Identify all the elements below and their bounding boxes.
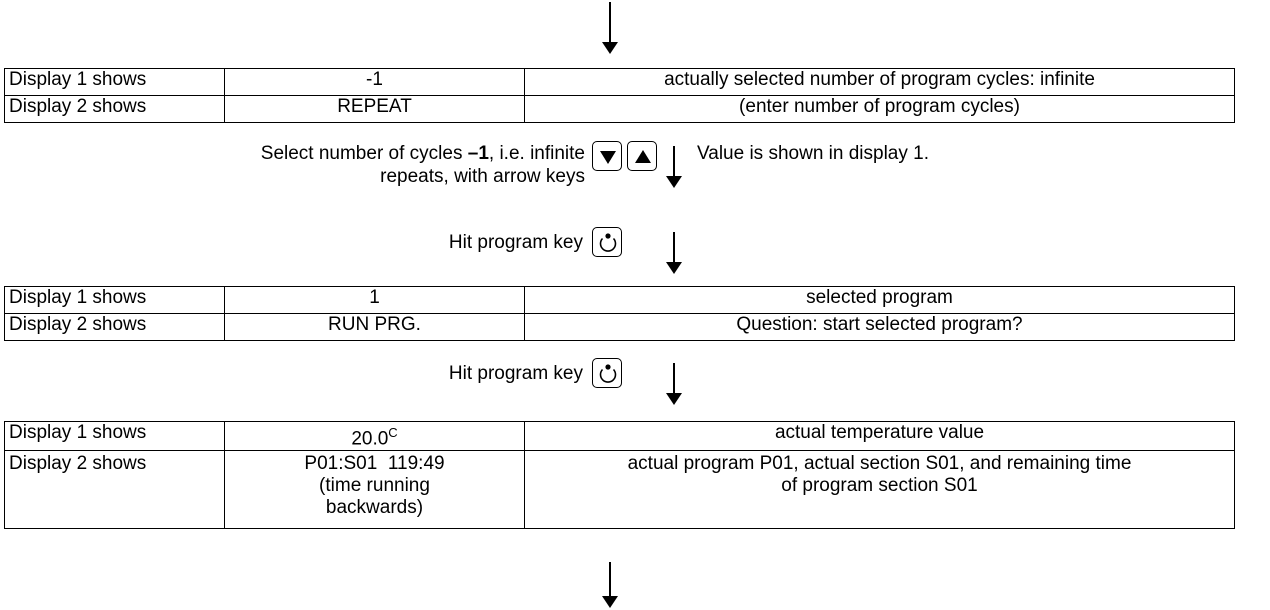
flow-arrow-top (600, 2, 620, 54)
instruction-bold: –1 (467, 143, 489, 164)
display-label: Display 1 shows (4, 286, 225, 314)
table-row: Display 1 shows -1 actually selected num… (4, 68, 1235, 96)
display-description-line: of program section S01 (781, 475, 978, 497)
table-row: Display 1 shows 1 selected program (4, 286, 1235, 314)
display-table-3: Display 1 shows 20.0C actual temperature… (4, 420, 1235, 530)
instruction-text: repeats, with arrow keys (380, 166, 585, 187)
display-label: Display 2 shows (4, 450, 225, 530)
arrow-keys-instruction: Select number of cycles –1, i.e. infinit… (10, 142, 585, 188)
display-description: actual temperature value (524, 420, 1235, 452)
display-value: -1 (224, 68, 525, 96)
display-description-line: actual program P01, actual section S01, … (627, 453, 1132, 475)
table-row: Display 1 shows 20.0C actual temperature… (4, 420, 1235, 452)
display-label: Display 2 shows (4, 313, 225, 341)
flow-arrow-bottom (600, 562, 620, 608)
display-description: Question: start selected program? (524, 313, 1235, 341)
program-key-icon[interactable] (592, 227, 622, 257)
program-key-instruction-1: Hit program key (448, 232, 583, 253)
table-row: Display 2 shows P01:S01 119:49 (time run… (4, 450, 1235, 530)
table-row: Display 2 shows RUN PRG. Question: start… (4, 313, 1235, 341)
display-value: P01:S01 119:49 (time running backwards) (224, 450, 525, 530)
display-description: (enter number of program cycles) (524, 95, 1235, 123)
display-value: REPEAT (224, 95, 525, 123)
arrow-keys-note: Value is shown in display 1. (697, 143, 929, 164)
display-value: 20.0C (224, 420, 525, 452)
display-description: selected program (524, 286, 1235, 314)
arrow-down-key-icon[interactable] (592, 141, 622, 171)
display-value-line: P01:S01 119:49 (304, 453, 445, 475)
display-label: Display 1 shows (4, 420, 225, 452)
program-key-instruction-2: Hit program key (448, 363, 583, 384)
display-label: Display 1 shows (4, 68, 225, 96)
display-value: RUN PRG. (224, 313, 525, 341)
flow-arrow-program-1 (664, 232, 684, 274)
temperature-value: 20.0 (351, 428, 389, 450)
instruction-text: , i.e. infinite (488, 143, 585, 164)
flow-arrow-arrow-keys (664, 146, 684, 188)
display-description: actual program P01, actual section S01, … (524, 450, 1235, 530)
display-table-1: Display 1 shows -1 actually selected num… (4, 68, 1235, 123)
display-table-2: Display 1 shows 1 selected program Displ… (4, 286, 1235, 341)
display-value-line: backwards) (325, 497, 424, 519)
display-value: 1 (224, 286, 525, 314)
display-description: actually selected number of program cycl… (524, 68, 1235, 96)
program-key-icon[interactable] (592, 358, 622, 388)
flow-arrow-program-2 (664, 363, 684, 405)
arrow-up-key-icon[interactable] (627, 141, 657, 171)
temperature-unit: C (388, 425, 398, 440)
table-row: Display 2 shows REPEAT (enter number of … (4, 95, 1235, 123)
instruction-text: Select number of cycles (260, 143, 468, 164)
display-value-line: (time running (319, 475, 430, 497)
display-label: Display 2 shows (4, 95, 225, 123)
